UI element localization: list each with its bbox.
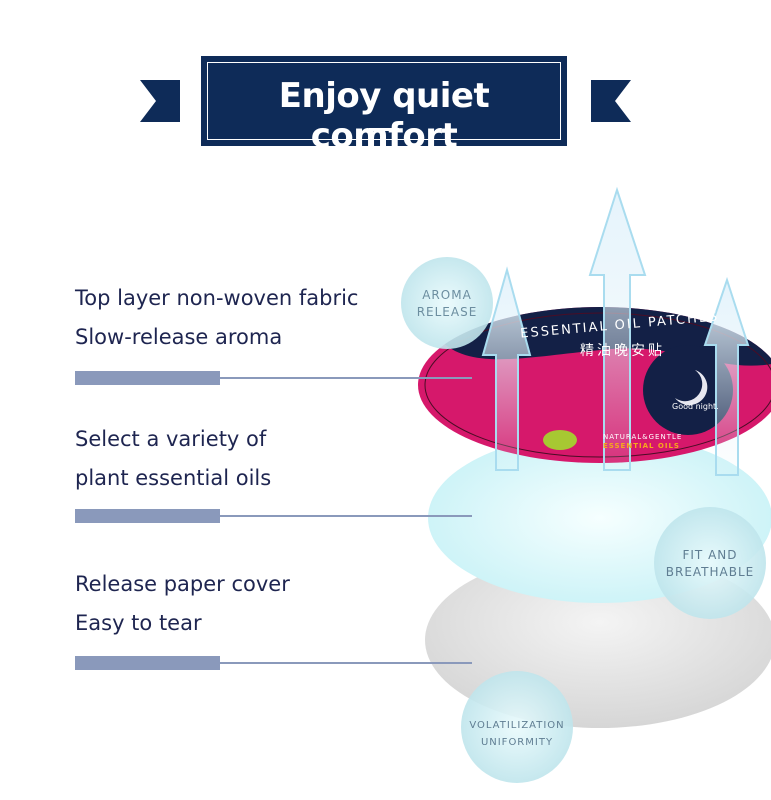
feature-connector-line (220, 515, 472, 517)
feature-connector-line (220, 662, 472, 664)
volatilization-badge (461, 671, 573, 783)
feature-bar (75, 509, 220, 523)
feature-bar (75, 656, 220, 670)
patch-tag-2: ESSENTIAL OILS (603, 442, 680, 450)
feature-bar (75, 371, 220, 385)
moon-icon (675, 370, 708, 406)
title-underline (369, 128, 399, 131)
aroma-arrows (481, 186, 750, 476)
fit-badge (654, 507, 766, 619)
title-banner: Enjoy quiet comfort (201, 56, 567, 156)
patch-tag-1: NATURAL&GENTLE (603, 433, 683, 441)
patch-chinese-text: 精油晚安贴 (580, 343, 665, 359)
page-title: Enjoy quiet comfort (278, 76, 490, 156)
aroma-badge (401, 257, 493, 349)
leaf-logo-icon (543, 430, 577, 450)
goodnight-text: Good night. (672, 402, 719, 411)
feature-connector-line (220, 377, 472, 379)
